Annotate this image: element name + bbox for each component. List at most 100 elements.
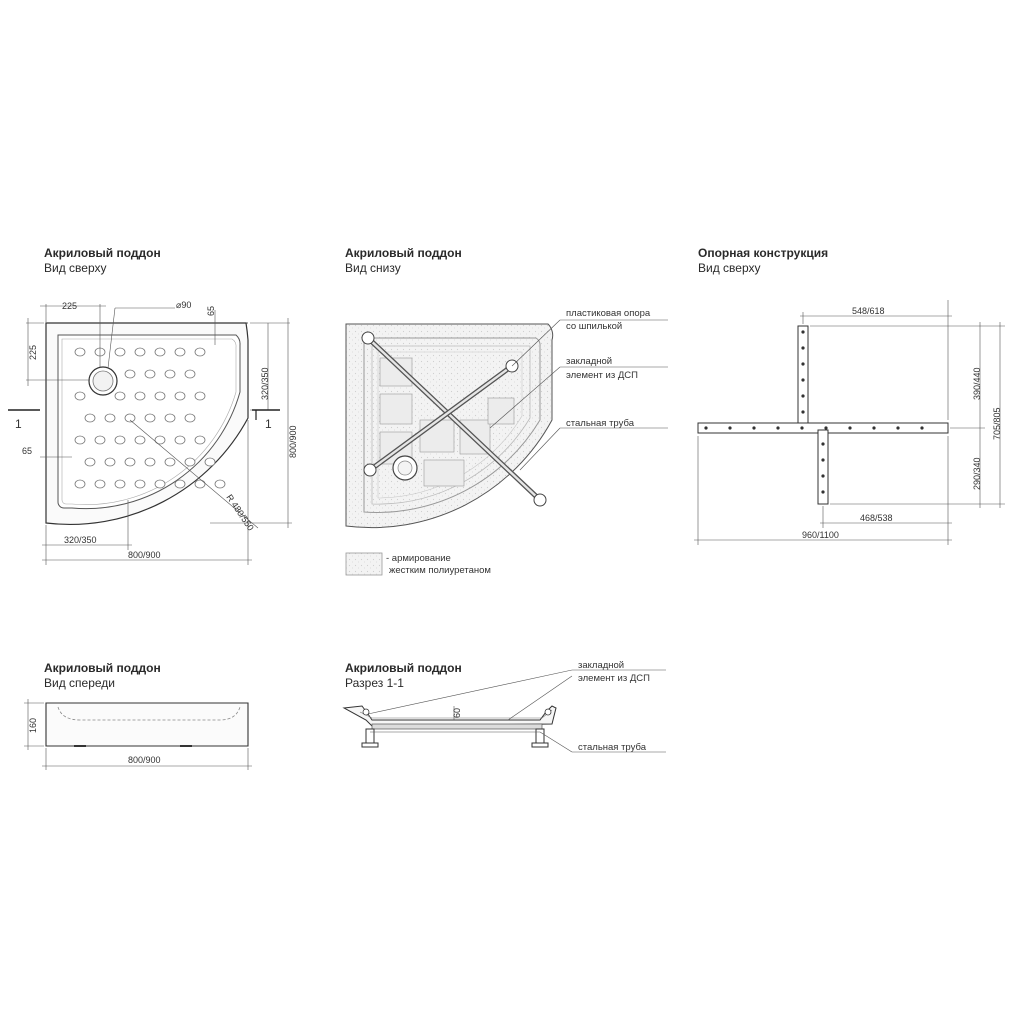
dim-225-left: 225	[28, 345, 38, 360]
anti-slip-dot	[164, 413, 176, 423]
note-steel-pipe: стальная труба	[566, 418, 635, 429]
anti-slip-dot	[194, 435, 206, 445]
bolt-hole	[801, 362, 805, 366]
bolt-hole	[776, 426, 780, 430]
note-embedded-2: элемент из ДСП	[566, 370, 638, 381]
bolt-hole	[801, 330, 805, 334]
anti-slip-dot	[194, 347, 206, 357]
note-embedded-1: закладной	[566, 356, 612, 367]
support-bar-vertical-bottom	[817, 429, 829, 505]
bolt-hole	[896, 426, 900, 430]
anti-slip-dot	[114, 391, 126, 401]
anti-slip-dot	[164, 369, 176, 379]
bolt-hole	[801, 378, 805, 382]
anti-slip-dot	[214, 479, 226, 489]
anti-slip-dot	[134, 347, 146, 357]
dim-320-350-bottom: 320/350	[64, 535, 97, 545]
anti-slip-dot	[204, 457, 216, 467]
section-view-drawing: 60 закладной элемент из ДСП стальная тру…	[342, 660, 666, 753]
top-view-subheading: Вид сверху	[44, 261, 107, 275]
bottom-view-heading: Акриловый поддон	[345, 246, 462, 260]
dim-320-350-side: 320/350	[260, 367, 270, 400]
bolt-hole	[821, 442, 825, 446]
anti-slip-dot	[74, 347, 86, 357]
bolt-hole	[801, 394, 805, 398]
drain-inner	[92, 370, 114, 392]
anti-slip-dot	[104, 413, 116, 423]
section-view-subheading: Разрез 1-1	[345, 676, 404, 690]
bolt-hole	[752, 426, 756, 430]
top-view-title: Акриловый поддон Вид сверху	[44, 246, 161, 276]
legend-text-2: жестким полиуретаном	[389, 565, 491, 576]
dim-468-538: 468/538	[860, 513, 893, 523]
tray-inner-rim	[61, 338, 237, 505]
section-note-steel-pipe: стальная труба	[578, 742, 647, 753]
anti-slip-dot	[74, 391, 86, 401]
note-plastic-support-1: пластиковая опора	[566, 308, 651, 319]
dim-65-left: 65	[22, 446, 32, 456]
anti-slip-dot	[104, 457, 116, 467]
anti-slip-dot	[114, 435, 126, 445]
support-bar-vertical-top	[797, 325, 809, 431]
bolt-hole	[872, 426, 876, 430]
dim-960-1100: 960/1100	[802, 530, 839, 540]
anti-slip-dot	[184, 413, 196, 423]
support-structure-drawing: 548/618 468/538 960/1100 390/440 290/340…	[694, 300, 1005, 545]
dim-65-top: 65	[206, 306, 216, 316]
anti-slip-dot	[114, 347, 126, 357]
front-tray-body	[45, 702, 249, 747]
anti-slip-dot	[114, 479, 126, 489]
support-view-heading: Опорная конструкция	[698, 246, 829, 260]
bolt-hole	[728, 426, 732, 430]
anti-slip-dot	[184, 457, 196, 467]
dim-front-800-900: 800/900	[128, 755, 161, 765]
support-view-title: Опорная конструкция Вид сверху	[698, 246, 828, 276]
section-dsp-plate	[371, 723, 543, 730]
legend-swatch	[345, 552, 383, 576]
anti-slip-dot	[174, 435, 186, 445]
bolt-hole	[821, 474, 825, 478]
dim-548-618: 548/618	[852, 306, 885, 316]
dim-section-60: 60	[452, 708, 462, 718]
section-note-embedded-1: закладной	[578, 660, 624, 671]
legend-text-1: - армирование	[386, 553, 451, 564]
dim-800-900-bottom: 800/900	[128, 550, 161, 560]
section-mark-right: 1	[265, 417, 272, 431]
anti-slip-dot	[154, 347, 166, 357]
dim-290-340: 290/340	[972, 457, 982, 490]
anti-slip-dot	[94, 435, 106, 445]
bolt-hole	[801, 346, 805, 350]
bolt-hole	[704, 426, 708, 430]
anti-slip-dot	[84, 457, 96, 467]
bolt-hole	[821, 490, 825, 494]
anti-slip-dot	[194, 391, 206, 401]
anti-slip-dot	[174, 391, 186, 401]
anti-slip-dot	[154, 391, 166, 401]
bottom-view-title: Акриловый поддон Вид снизу	[345, 246, 462, 276]
section-view-title: Акриловый поддон Разрез 1-1	[345, 661, 462, 691]
bolt-hole	[824, 426, 828, 430]
support-view-subheading: Вид сверху	[698, 261, 761, 275]
dim-front-160: 160	[28, 718, 38, 733]
anti-slip-dot	[194, 479, 206, 489]
section-view-heading: Акриловый поддон	[345, 661, 462, 675]
note-plastic-support-2: со шпилькой	[566, 321, 622, 332]
front-view-title: Акриловый поддон Вид спереди	[44, 661, 161, 691]
top-view-drawing: 225 225 ⌀90 65 65 320/350 800/900 320/35…	[8, 300, 298, 565]
anti-slip-dot	[124, 369, 136, 379]
bolt-hole	[801, 410, 805, 414]
anti-slip-dot	[124, 413, 136, 423]
front-view-heading: Акриловый поддон	[44, 661, 161, 675]
support-bolt-holes	[704, 330, 924, 494]
anti-slip-dot	[134, 435, 146, 445]
bolt-hole	[800, 426, 804, 430]
anti-slip-dot	[84, 413, 96, 423]
section-note-embedded-2: элемент из ДСП	[578, 673, 650, 684]
bottom-view-subheading: Вид снизу	[345, 261, 401, 275]
front-view-drawing: 160 800/900	[24, 699, 252, 770]
anti-slip-dot	[164, 457, 176, 467]
dim-225-top: 225	[62, 301, 77, 311]
anti-slip-dots	[74, 347, 226, 489]
anti-slip-dot	[174, 479, 186, 489]
